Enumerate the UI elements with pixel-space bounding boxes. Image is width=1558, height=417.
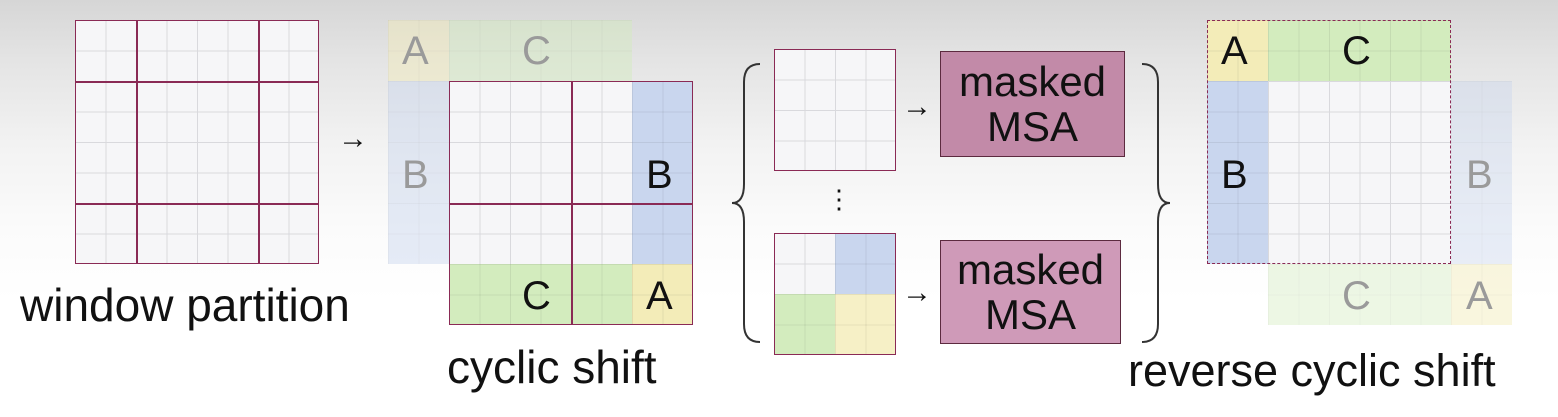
ghost-label-b: B bbox=[402, 153, 429, 197]
masked-msa-box-bottom: masked MSA bbox=[940, 240, 1121, 344]
ghost-region-a bbox=[388, 20, 449, 81]
window-top-border bbox=[774, 49, 896, 171]
window-bottom-border bbox=[774, 233, 896, 355]
ghost-region-b bbox=[1451, 81, 1512, 264]
msa-line2: MSA bbox=[984, 291, 1076, 338]
region-a bbox=[632, 264, 693, 325]
ghost-region-b bbox=[388, 81, 449, 264]
bottom-window-region-c bbox=[774, 294, 835, 355]
ghost-region-a bbox=[1451, 264, 1512, 325]
label-a: A bbox=[1221, 29, 1248, 73]
ghost-label-c: C bbox=[1342, 274, 1371, 318]
dashed-map-border bbox=[1207, 20, 1451, 264]
label-a: A bbox=[646, 274, 673, 318]
window-divider bbox=[75, 203, 319, 205]
ghost-region-c bbox=[449, 20, 632, 81]
ghost-label-c: C bbox=[522, 29, 551, 73]
window-divider bbox=[75, 81, 319, 83]
window-divider bbox=[258, 20, 260, 264]
msa-line1: masked bbox=[956, 245, 1105, 293]
bottom-window-region-a bbox=[835, 294, 896, 355]
window-grid-top bbox=[774, 49, 896, 171]
bottom-window-region-b bbox=[835, 233, 896, 294]
feature-map-grid bbox=[75, 20, 319, 264]
ghost-label-b: B bbox=[1466, 153, 1493, 197]
window-divider bbox=[136, 20, 138, 264]
arrow-right-icon: → bbox=[338, 122, 368, 155]
region-b bbox=[1207, 81, 1268, 264]
label-b: B bbox=[1221, 153, 1248, 197]
msa-line2: MSA bbox=[986, 103, 1078, 150]
region-a bbox=[1207, 20, 1268, 81]
right-brace bbox=[1141, 63, 1171, 343]
label-c: C bbox=[522, 274, 551, 318]
region-b bbox=[632, 81, 693, 264]
cyclic-shift-caption: cyclic shift bbox=[447, 341, 657, 393]
vertical-ellipsis: ⋮ bbox=[826, 184, 852, 214]
region-c bbox=[1268, 20, 1451, 81]
feature-map-border bbox=[75, 20, 319, 264]
ghost-label-a: A bbox=[402, 29, 429, 73]
arrow-right-icon: → bbox=[902, 90, 932, 123]
reverse-cyclic-shift-caption: reverse cyclic shift bbox=[1128, 345, 1496, 396]
region-c bbox=[449, 264, 632, 325]
window-divider bbox=[449, 203, 693, 205]
window-partition-caption: window partition bbox=[20, 279, 350, 331]
msa-line1: masked bbox=[958, 57, 1107, 105]
left-brace bbox=[731, 63, 761, 343]
label-c: C bbox=[1342, 29, 1371, 73]
masked-msa-box-top: masked MSA bbox=[940, 51, 1125, 157]
label-b: B bbox=[646, 153, 673, 197]
ghost-label-a: A bbox=[1466, 274, 1493, 318]
ghost-region-c bbox=[1268, 264, 1451, 325]
arrow-right-icon: → bbox=[902, 276, 932, 309]
